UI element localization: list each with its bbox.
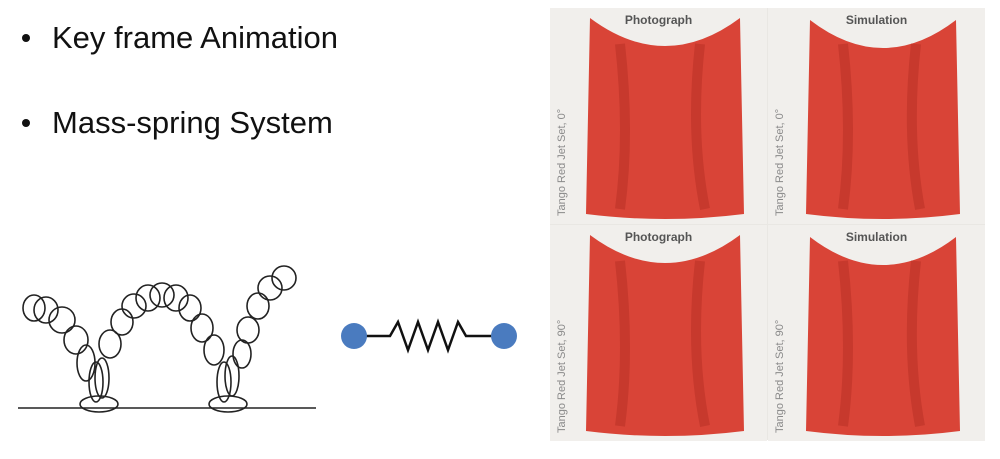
bullet-dot bbox=[22, 34, 30, 42]
red-cloth-image bbox=[586, 235, 744, 436]
red-cloth-image bbox=[586, 18, 744, 219]
bullet-dot bbox=[22, 119, 30, 127]
panel-side-label: Tango Red Jet Set, 0° bbox=[774, 108, 786, 216]
mass-left bbox=[341, 323, 367, 349]
panel-side-label: Tango Red Jet Set, 90° bbox=[774, 319, 786, 433]
bullet-text: Mass-spring System bbox=[52, 105, 333, 140]
panel-simulation-90: Simulation Tango Red Jet Set, 90° bbox=[768, 225, 985, 441]
red-cloth-image bbox=[806, 237, 960, 436]
mass-spring-diagram bbox=[341, 318, 517, 354]
panel-side-label: Tango Red Jet Set, 90° bbox=[556, 319, 568, 433]
cloth-comparison-grid: Photograph Tango Red Jet Set, 0° Simulat… bbox=[550, 8, 985, 441]
bullet-keyframe-animation: Key frame Animation bbox=[18, 20, 338, 56]
bullet-text: Key frame Animation bbox=[52, 20, 339, 55]
panel-photograph-0: Photograph Tango Red Jet Set, 0° bbox=[550, 8, 767, 224]
panel-header: Simulation bbox=[845, 13, 908, 27]
panel-header: Simulation bbox=[845, 230, 908, 244]
panel-simulation-0: Simulation Tango Red Jet Set, 0° bbox=[768, 8, 985, 224]
panel-header: Photograph bbox=[624, 230, 693, 244]
bullet-mass-spring-system: Mass-spring System bbox=[18, 105, 333, 141]
panel-header: Photograph bbox=[624, 13, 693, 27]
panel-side-label: Tango Red Jet Set, 0° bbox=[556, 108, 568, 216]
red-cloth-image bbox=[806, 20, 960, 219]
mass-right bbox=[491, 323, 517, 349]
bouncing-ball-keyframe-illustration bbox=[18, 265, 316, 413]
panel-photograph-90: Photograph Tango Red Jet Set, 90° bbox=[550, 225, 767, 441]
